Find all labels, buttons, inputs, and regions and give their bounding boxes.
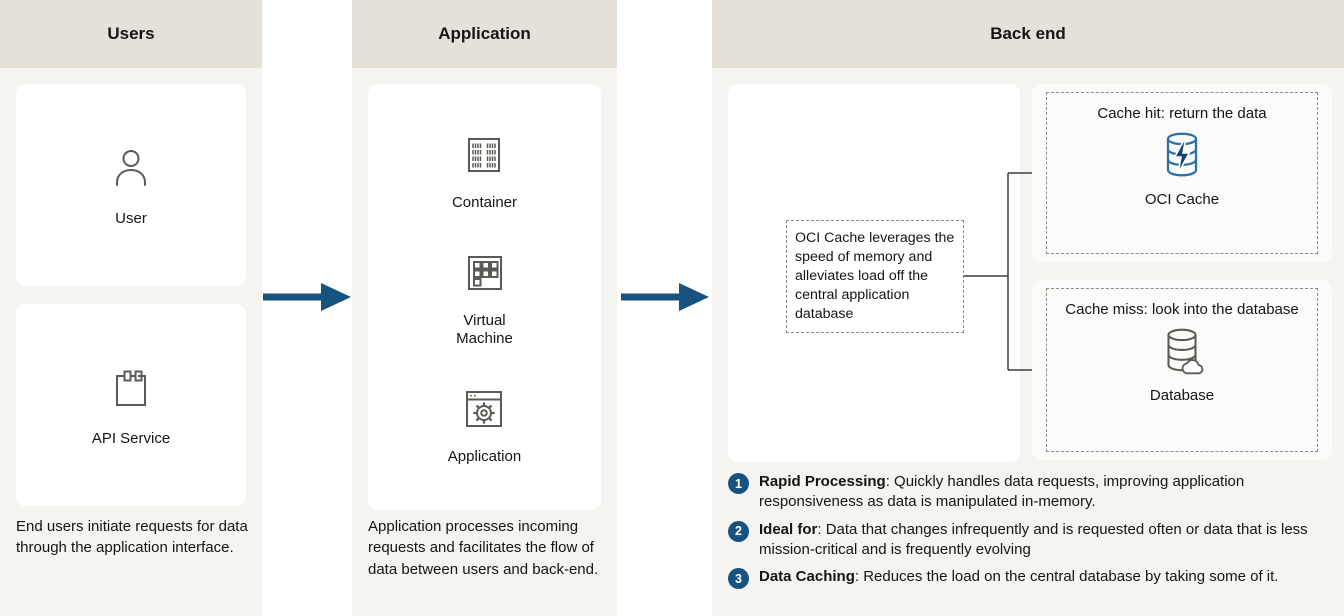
- oci-cache-icon: [1155, 128, 1209, 187]
- bullet-body: : Quickly handles data requests, improvi…: [759, 473, 1245, 511]
- application-header: Application: [352, 0, 617, 68]
- container-label: Container: [451, 193, 518, 211]
- cache-hit-panel: Cache hit: return the data OCI Cache: [1032, 84, 1332, 262]
- bullet-number-badge: 1: [728, 473, 749, 494]
- bullet-body: : Reduces the load on the central databa…: [854, 568, 1279, 585]
- application-column: Application Container: [352, 0, 617, 616]
- backend-column: Back end OCI Cache leverages the speed o…: [712, 0, 1344, 616]
- users-description: End users initiate requests for data thr…: [16, 518, 248, 557]
- api-service-label: API Service: [91, 429, 171, 447]
- flow-arrow-application-to-backend: [621, 279, 709, 320]
- container-icon: [458, 129, 510, 186]
- api-service-icon: [105, 363, 157, 420]
- bullet-rapid-processing: 1 Rapid Processing: Quickly handles data…: [728, 472, 1340, 513]
- virtual-machine-icon: [459, 247, 511, 304]
- user-icon: [105, 143, 157, 200]
- bullet-title: Rapid Processing: [759, 473, 886, 490]
- cache-miss-panel: Cache miss: look into the database: [1032, 280, 1332, 460]
- bullet-number-badge: 2: [728, 520, 749, 542]
- backend-header: Back end: [712, 0, 1344, 68]
- container-item: Container: [452, 129, 517, 211]
- application-item: Application: [448, 383, 521, 465]
- cache-hit-title: Cache hit: return the data: [1097, 105, 1267, 122]
- user-label: User: [115, 209, 147, 227]
- virtual-machine-item: Virtual Machine: [439, 247, 531, 347]
- database-label: Database: [1149, 387, 1215, 404]
- bullet-title: Data Caching: [759, 568, 855, 585]
- application-label: Application: [447, 448, 522, 466]
- bullet-text: Rapid Processing: Quickly handles data r…: [759, 472, 1337, 513]
- flow-arrow-users-to-application: [263, 279, 351, 320]
- bullet-text: Data Caching: Reduces the load on the ce…: [759, 567, 1278, 589]
- database-icon: [1155, 324, 1209, 383]
- application-icon: [458, 383, 510, 440]
- oci-cache-label: OCI Cache: [1144, 191, 1220, 208]
- users-column: Users User API Service End user: [0, 0, 262, 616]
- user-card: User: [16, 84, 246, 286]
- cache-hit-box: Cache hit: return the data OCI Cache: [1046, 92, 1318, 254]
- virtual-machine-label: Virtual Machine: [456, 312, 513, 347]
- cache-miss-box: Cache miss: look into the database: [1046, 288, 1318, 452]
- bullet-data-caching: 3 Data Caching: Reduces the load on the …: [728, 567, 1340, 589]
- bullet-number-badge: 3: [728, 568, 749, 589]
- backend-bullets: 1 Rapid Processing: Quickly handles data…: [728, 472, 1340, 596]
- api-service-card: API Service: [16, 304, 246, 506]
- application-description: Application processes incoming requests …: [368, 518, 599, 578]
- bullet-title: Ideal for: [759, 520, 818, 538]
- oci-cache-note: OCI Cache leverages the speed of memory …: [786, 220, 964, 334]
- bullet-text: Ideal for: Data that changes infrequentl…: [759, 520, 1337, 561]
- users-header: Users: [0, 0, 262, 68]
- bullet-ideal-for: 2 Ideal for: Data that changes infrequen…: [728, 520, 1340, 561]
- cache-miss-title: Cache miss: look into the database: [1065, 301, 1299, 318]
- application-card: Container Virtual Machine: [368, 84, 601, 510]
- bullet-body: : Data that changes infrequently and is …: [759, 520, 1308, 558]
